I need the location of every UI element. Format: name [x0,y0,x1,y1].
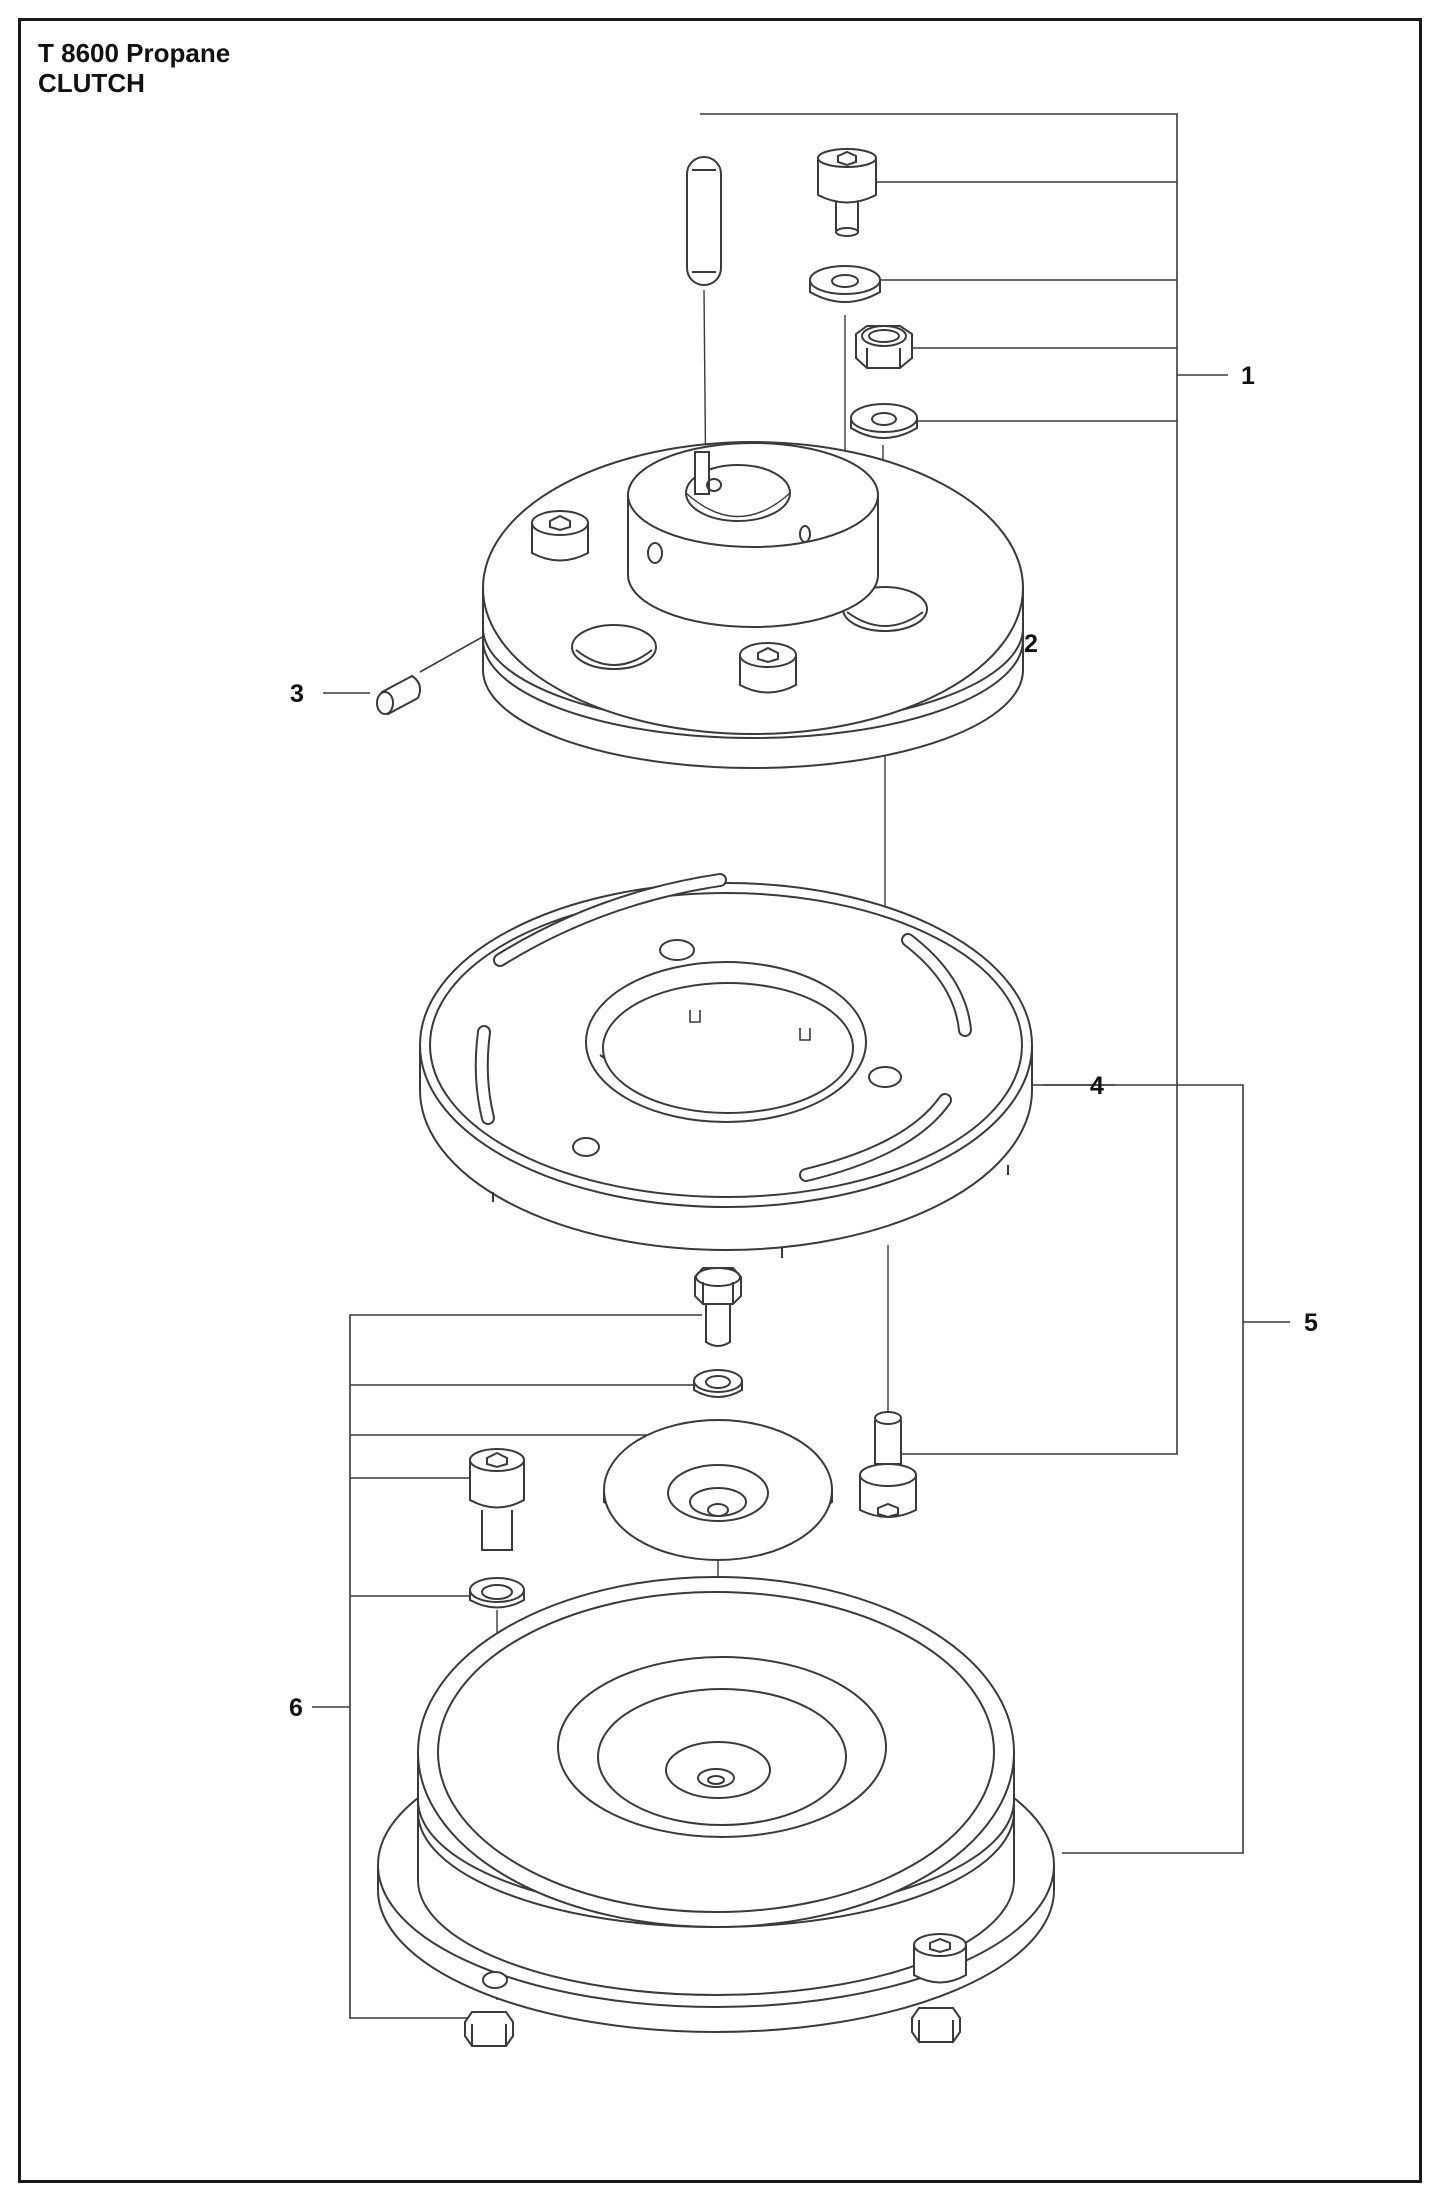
callout-2: 2 [1024,630,1038,658]
clutch-hub [482,441,1024,769]
section-name: CLUTCH [38,68,145,98]
clutch-plate [419,873,1033,1258]
hex-bolt [694,1267,742,1347]
key-pin [686,156,722,286]
washer-second [850,403,918,439]
hex-nut [855,325,913,369]
pressure-disc [603,1419,833,1561]
callout-labels: 1 2 3 4 5 6 [289,362,1318,1722]
socket-screw-right [859,1411,917,1519]
callout-5: 5 [1304,1309,1318,1337]
clutch-drum [377,1576,1055,2047]
diagram-title: T 8600 Propane CLUTCH [38,38,230,98]
set-screw [376,674,421,716]
socket-screw-left [469,1448,525,1551]
callout-6: 6 [289,1694,303,1722]
callout-3: 3 [290,680,304,708]
callout-1: 1 [1241,362,1255,390]
lock-washer [469,1577,525,1609]
diagram-frame [18,18,1422,2183]
washer-top [809,265,881,303]
model-name: T 8600 Propane [38,38,231,68]
small-washer [693,1369,743,1398]
callout-4: 4 [1090,1072,1104,1100]
socket-screw-top [817,148,877,237]
